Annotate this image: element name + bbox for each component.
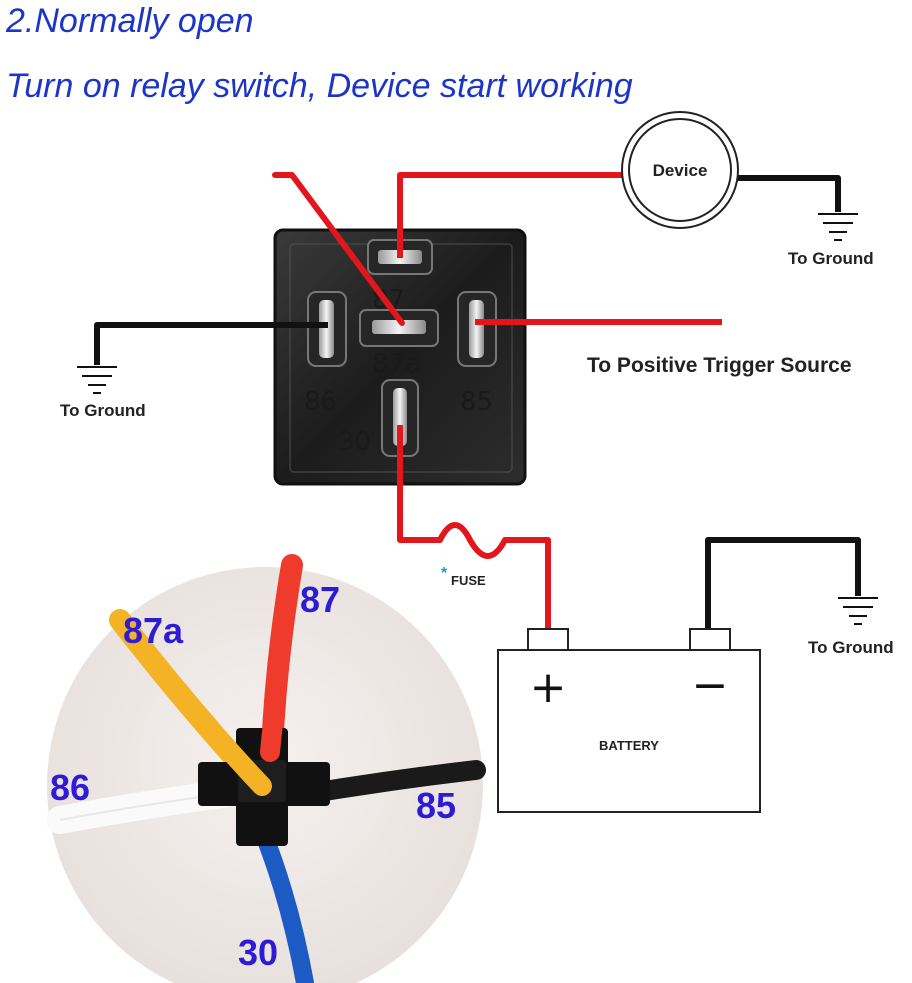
wire-86-ground: [94, 322, 328, 365]
photo-label-30: 30: [238, 932, 278, 973]
ground-symbol-left: [77, 366, 117, 394]
battery-minus: −: [692, 660, 729, 711]
relay-label-30: 30: [338, 427, 371, 457]
wire-87a-red: [272, 172, 405, 326]
battery: + − BATTERY: [497, 628, 761, 813]
battery-label: BATTERY: [599, 738, 659, 753]
fuse-asterisk: *: [441, 565, 448, 582]
label-ground-battery: To Ground: [808, 638, 894, 657]
label-fuse: FUSE: [451, 573, 486, 588]
photo-label-85: 85: [416, 785, 456, 826]
relay-body: 87 87a 86 85 30: [273, 228, 527, 486]
battery-plus: +: [530, 662, 567, 713]
photo-label-86: 86: [50, 767, 90, 808]
relay-label-87a: 87a: [372, 349, 421, 379]
relay-pin-30: [381, 379, 419, 457]
title-mode: 2.Normally open: [6, 2, 254, 40]
relay-pin-87a: [359, 309, 439, 347]
relay-label-86: 86: [304, 387, 337, 417]
subtitle-description: Turn on relay switch, Device start worki…: [6, 67, 633, 105]
device-circle: Device: [621, 111, 739, 229]
photo-label-87a: 87a: [123, 610, 184, 651]
label-ground-left: To Ground: [60, 401, 146, 420]
relay-label-85: 85: [460, 387, 493, 417]
ground-symbol-device: [818, 213, 858, 241]
photo-wire-30: [253, 821, 314, 983]
ground-symbol-battery: [838, 597, 878, 625]
relay-socket-photo: 87 87a 86 85 30: [46, 554, 486, 983]
device-label: Device: [653, 161, 708, 180]
relay-pin-86: [307, 291, 347, 367]
photo-label-87: 87: [300, 579, 340, 620]
wire-device-ground: [738, 175, 841, 212]
label-ground-device: To Ground: [788, 249, 874, 268]
wire-87-to-device: [397, 172, 624, 258]
wire-battery-ground: [705, 537, 861, 630]
relay-pin-85: [457, 291, 497, 367]
wire-30-fuse-battery: [397, 425, 551, 630]
label-trigger-source: To Positive Trigger Source: [587, 354, 852, 377]
